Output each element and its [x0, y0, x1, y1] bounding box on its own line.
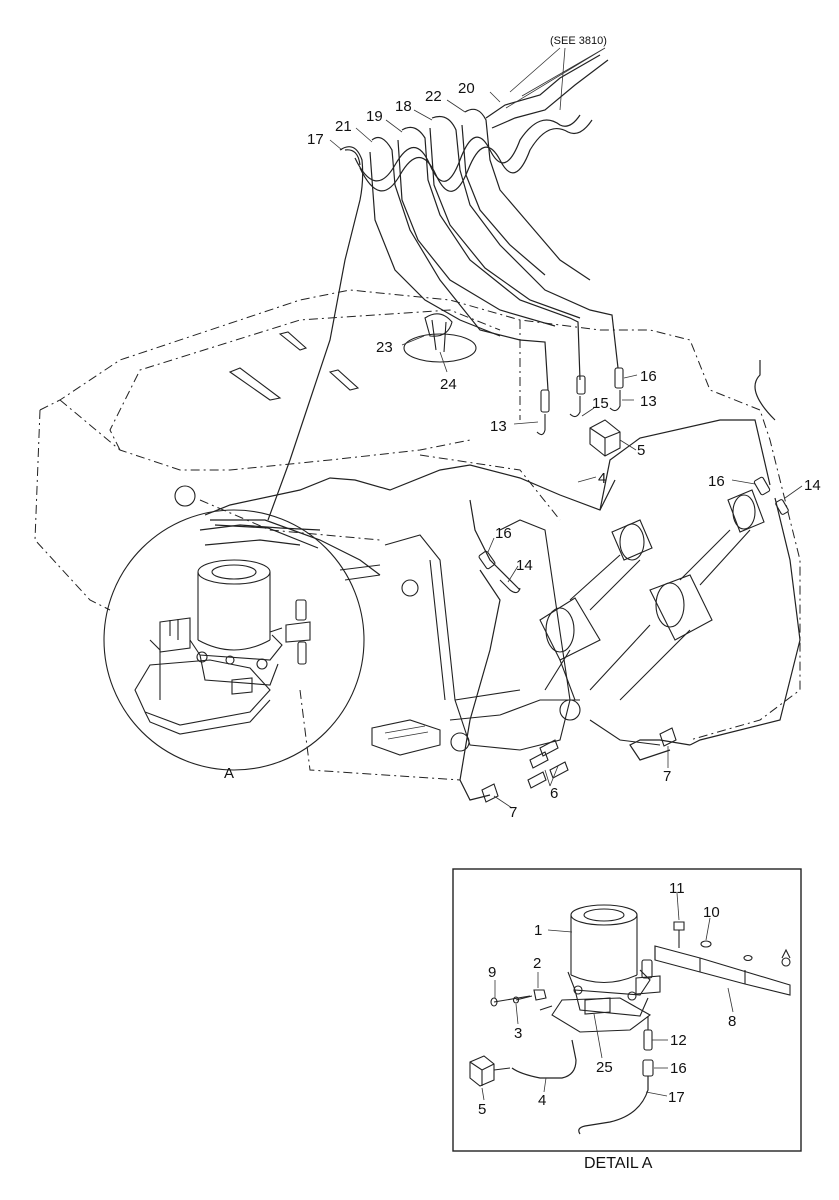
callout-18: 18 — [395, 98, 412, 115]
callout-23: 23 — [376, 339, 393, 356]
detail-callout-8: 8 — [728, 1013, 736, 1030]
callout-13-left: 13 — [490, 418, 507, 435]
detail-callout-11: 11 — [669, 880, 685, 897]
detail-callout-4: 4 — [538, 1092, 546, 1109]
callout-5: 5 — [637, 442, 645, 459]
hydraulic-hose-routing — [204, 54, 801, 801]
center-frame — [371, 519, 661, 756]
callout-15: 15 — [592, 395, 609, 412]
callout-16-top: 16 — [640, 368, 657, 385]
callout-4: 4 — [598, 470, 606, 487]
callout-20: 20 — [458, 80, 475, 97]
callout-22: 22 — [425, 88, 442, 105]
detail-callout-16: 16 — [670, 1060, 687, 1077]
callout-6: 6 — [550, 785, 558, 802]
callout-16-center: 16 — [495, 525, 512, 542]
machine-frame-outline — [34, 289, 801, 781]
callout-14-center: 14 — [516, 557, 533, 574]
detail-callout-5: 5 — [478, 1101, 486, 1118]
detail-caption: DETAIL A — [584, 1155, 653, 1172]
detail-callout-circle-a — [103, 509, 381, 771]
callout-14-right: 14 — [804, 477, 821, 494]
callout-16-right: 16 — [708, 473, 725, 490]
detail-callout-25: 25 — [596, 1059, 613, 1076]
detail-callout-10: 10 — [703, 904, 720, 921]
callout-19: 19 — [366, 108, 383, 125]
detail-callout-1: 1 — [534, 922, 542, 939]
callout-17: 17 — [307, 131, 324, 148]
leader-lines — [329, 47, 803, 1101]
callout-24: 24 — [440, 376, 457, 393]
reference-note: (SEE 3810) — [550, 35, 607, 47]
callout-21: 21 — [335, 118, 352, 135]
callout-7-right: 7 — [663, 768, 671, 785]
detail-callout-3: 3 — [514, 1025, 522, 1042]
detail-callout-9: 9 — [488, 964, 496, 981]
detail-marker-a: A — [224, 765, 234, 782]
detail-a-box — [452, 868, 802, 1152]
callout-13-right: 13 — [640, 393, 657, 410]
lift-cylinders — [539, 489, 765, 701]
fittings-cluster — [478, 367, 789, 803]
detail-callout-2: 2 — [533, 955, 541, 972]
mounting-bracket-23-24 — [403, 313, 477, 363]
detail-callout-17: 17 — [668, 1089, 685, 1106]
detail-callout-12: 12 — [670, 1032, 687, 1049]
callout-7-left: 7 — [509, 804, 517, 821]
